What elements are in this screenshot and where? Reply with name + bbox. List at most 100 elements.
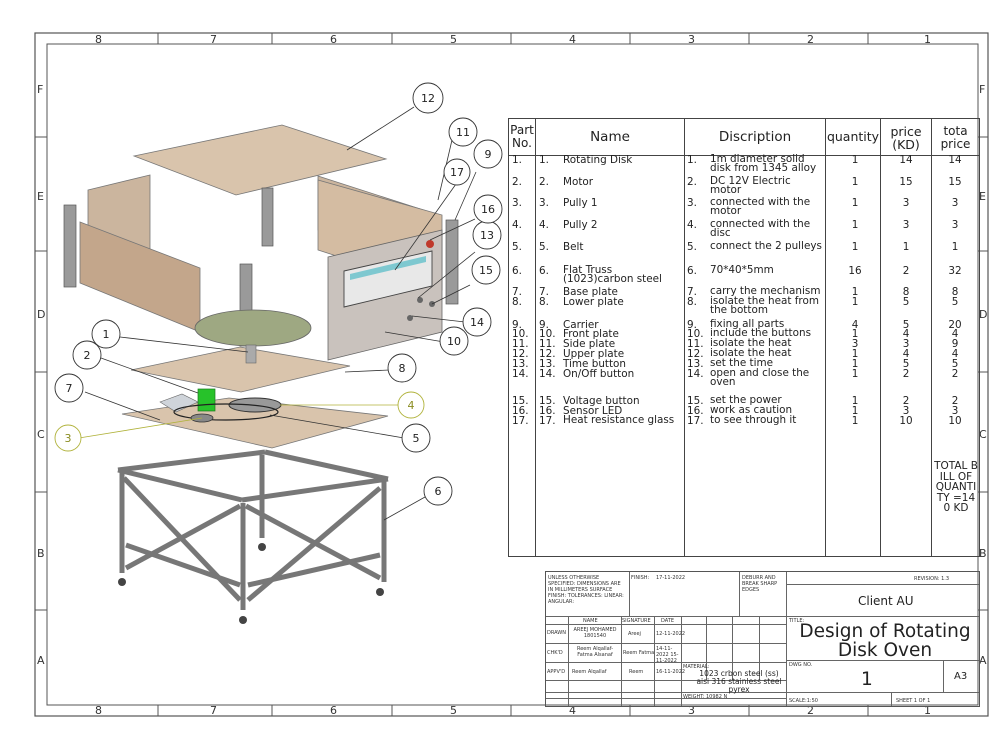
- balloon-12: 12: [412, 82, 444, 114]
- zone-right-a: A: [979, 654, 987, 667]
- item-no: 14.: [539, 368, 556, 380]
- item-no: 9.: [539, 319, 549, 331]
- item-description: fixing all parts: [710, 318, 785, 330]
- dwg-no-label: DWG NO.: [789, 662, 813, 668]
- item-no: 2.: [539, 176, 549, 188]
- item-name: On/Off button: [563, 368, 635, 380]
- belt: [173, 403, 279, 421]
- motor: [197, 388, 216, 412]
- item-price: 2: [902, 368, 910, 380]
- balloon-label: 6: [435, 485, 442, 498]
- sensor-led: [426, 240, 434, 248]
- zone-top-5: 5: [450, 33, 457, 46]
- item-quantity: 1: [851, 395, 859, 407]
- balloon-label: 8: [399, 362, 406, 375]
- item-quantity: 1: [851, 415, 859, 427]
- part-no: 4.: [512, 219, 522, 231]
- item-price: 5: [902, 296, 910, 308]
- part-no: 14.: [512, 368, 529, 380]
- part-no: 11.: [512, 338, 529, 350]
- finish-date: 17-11-2022: [656, 575, 686, 581]
- zone-bottom-2: 2: [807, 704, 814, 717]
- zone-top-1: 1: [924, 33, 931, 46]
- balloon-label: 2: [84, 349, 91, 362]
- item-description: set the time: [710, 357, 774, 369]
- item-total: 15: [948, 176, 962, 188]
- balloon-label: 3: [65, 432, 72, 445]
- item-price: 3: [902, 405, 910, 417]
- item-description: to see through it: [710, 414, 797, 426]
- zone-right-b: B: [979, 547, 987, 560]
- inner-frame: [46, 43, 979, 706]
- bom-row: 17. 17. Heat resistance glass 17. to see thr…: [509, 414, 979, 430]
- item-description: isolate the heat: [710, 337, 792, 349]
- zone-top-2: 2: [807, 33, 814, 46]
- item-no: 1.: [539, 154, 549, 166]
- item-description: isolate the heat from the bottom: [710, 295, 819, 316]
- balloon-8: 8: [387, 353, 417, 383]
- item-total: 5: [951, 358, 959, 370]
- item-name: Time button: [563, 358, 627, 370]
- balloon-1: 1: [91, 319, 121, 349]
- sheet-size: A3: [954, 671, 968, 682]
- item-price: 8: [902, 286, 910, 298]
- item-total: 8: [951, 286, 959, 298]
- item-no: 13.: [539, 358, 556, 370]
- balloon-9: 9: [473, 139, 503, 169]
- lower-plate: [130, 346, 351, 393]
- balloon-label: 12: [421, 92, 435, 105]
- balloon-label: 10: [447, 335, 461, 348]
- approved-signature: Reem: [629, 669, 644, 675]
- desc-no: 11.: [687, 338, 704, 350]
- drawn-name: AREEJ MOHAMED 1801540: [573, 627, 617, 639]
- zone-top-7: 7: [210, 33, 217, 46]
- balloon-14: 14: [462, 307, 492, 337]
- heat-glass-strip: [350, 256, 426, 280]
- dwg-no: 1: [861, 669, 873, 690]
- time-button: [417, 297, 423, 303]
- motor-mount: [159, 393, 199, 413]
- item-description: open and close the oven: [710, 367, 810, 388]
- balloon-10: 10: [439, 326, 469, 356]
- balloon-17: 17: [443, 158, 471, 186]
- item-name: Heat resistance glass: [563, 414, 675, 426]
- item-quantity: 1: [851, 286, 859, 298]
- part-no: 1.: [512, 154, 522, 166]
- approved-label: APPV'D: [547, 669, 566, 675]
- deburr-note: DEBURR AND BREAK SHARP EDGES: [742, 575, 778, 593]
- part-no: 16.: [512, 405, 529, 417]
- upper-plate: [132, 124, 388, 196]
- balloon-6: 6: [423, 476, 453, 506]
- part-no: 17.: [512, 415, 529, 427]
- item-description: carry the mechanism: [710, 285, 821, 297]
- shaft: [245, 344, 257, 364]
- item-total: 10: [948, 415, 962, 427]
- zone-left-d: D: [37, 308, 46, 321]
- item-no: 6.: [539, 265, 549, 277]
- desc-no: 13.: [687, 358, 704, 370]
- zone-top-4: 4: [569, 33, 576, 46]
- item-name: Lower plate: [563, 296, 624, 308]
- item-description: connected with the motor: [710, 196, 811, 217]
- item-quantity: 1: [851, 154, 859, 166]
- item-total: 9: [951, 338, 959, 350]
- desc-no: 1.: [687, 154, 697, 166]
- drawing-title: Design of Rotating Disk Oven: [799, 621, 971, 661]
- flat-truss-frame: [117, 449, 389, 610]
- item-no: 5.: [539, 241, 549, 253]
- desc-no: 17.: [687, 415, 704, 427]
- zone-right-c: C: [979, 428, 987, 441]
- item-total: 2: [951, 395, 959, 407]
- item-no: 17.: [539, 415, 556, 427]
- item-price: 2: [902, 265, 910, 277]
- item-total: 5: [951, 296, 959, 308]
- item-price: 10: [899, 415, 913, 427]
- desc-no: 5.: [687, 241, 697, 253]
- zone-right-e: E: [979, 190, 986, 203]
